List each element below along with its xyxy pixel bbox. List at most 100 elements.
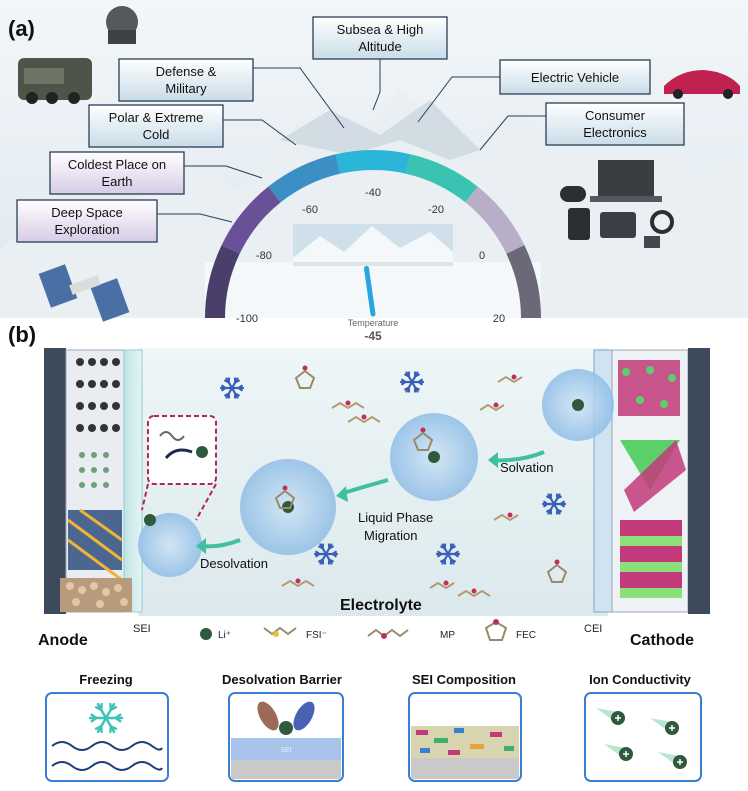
application-label: Electronics [583,125,647,140]
sei-tag: SEI [280,747,291,754]
solvation-shell [138,513,202,577]
gauge-segment [335,150,411,174]
application-label: Altitude [358,39,401,54]
legend-fsi-marker [263,626,297,636]
mp-molecule [281,578,315,588]
application-box-coldest-place: Coldest Place on Earth [49,151,185,195]
inset-connector [141,483,217,521]
cathode-label: Cathode [630,632,694,649]
gauge-tick-label: 20 [493,313,505,325]
arrow-head [488,452,498,468]
gauge-segment [405,154,478,203]
connector-line [372,59,381,111]
application-label: Consumer [585,108,646,123]
gauge-tick-label: 0 [479,250,485,262]
gauge-needle [363,265,376,317]
application-box-electric-vehicle: Electric Vehicle [499,59,651,95]
solvation-shell [542,369,614,441]
challenge-title-freezing: Freezing [79,672,133,687]
application-label: Military [165,81,207,96]
gauge-segment [221,186,281,254]
gauge-segment [506,245,541,318]
application-box-deep-space: Deep Space Exploration [16,199,158,243]
challenge-title-desolvation: Desolvation Barrier [222,672,342,687]
snowflake-icon [541,493,567,515]
snowflake-icon [88,702,124,734]
electrolyte-label: Electrolyte [340,597,422,614]
anode-label: Anode [38,632,88,649]
ion-with-tail [650,718,679,735]
gauge-readout-label: Temperature [348,318,399,328]
connector-line [417,76,500,123]
inset-arrow [164,448,193,460]
gauge-segment [465,186,525,254]
connector-line [253,67,345,129]
application-label: Subsea & High [337,22,424,37]
legend-mp: MP [440,630,455,641]
snowflake-icon [313,543,339,565]
panel-b-label: (b) [8,322,36,347]
gauge-tick-label: -60 [302,204,318,216]
legend-mp-marker [367,628,409,638]
arrow-head [336,486,348,502]
application-label: Defense & [156,64,217,79]
legend-li: Li⁺ [218,630,231,641]
snowflake-icon [435,543,461,565]
sei-label: SEI [133,623,151,635]
application-label: Polar & Extreme [109,110,204,125]
connector-line [223,119,297,146]
application-label: Earth [101,174,132,189]
consumer-electronics-image [560,160,674,248]
snowflake-icon [88,702,124,734]
electric-car-image [664,70,740,99]
mp-molecule [331,400,365,410]
space-station-image [38,264,130,322]
snowflake-icons [219,371,567,565]
migration-label-line1: Liquid Phase [358,510,433,525]
snowy-mountains [0,90,748,318]
application-box-consumer-electronics: Consumer Electronics [545,102,685,146]
gauge-segment [268,154,341,203]
mini-landscape-image [293,224,453,266]
cei-label: CEI [584,623,602,635]
gauge-tick-label: -100 [236,313,258,325]
mp-molecule [493,512,519,522]
anode-electrode [44,348,143,614]
application-box-polar: Polar & Extreme Cold [88,104,224,148]
snowflake-icon [399,371,425,393]
application-label: Cold [143,127,170,142]
challenge-title-conductivity: Ion Conductivity [589,672,692,687]
moving-ions [596,708,687,769]
soldier-image [106,6,138,44]
mp-molecule [457,588,491,598]
legend: Li⁺ FSI⁻ MP FEC [200,619,536,641]
application-label: Exploration [54,222,119,237]
gauge-segment [205,245,240,318]
fec-molecule [294,365,316,389]
migration-label-line2: Migration [364,528,417,543]
electrolyte-region [138,348,608,616]
fec-molecule [274,485,296,509]
military-vehicle-image [18,58,92,104]
mountain-shadow [280,100,480,160]
application-label: Electric Vehicle [531,70,619,85]
challenge-box-sei-composition [408,692,522,782]
fec-molecule [412,427,434,451]
solvation-shell [390,413,478,501]
mp-molecule [479,402,505,412]
snowflake-icon [219,377,245,399]
connector-line [479,115,546,151]
arrow-head [196,538,206,554]
cathode-electrode [593,348,710,614]
ion-with-tail [596,708,625,725]
challenge-box-desolvation: SEI [228,692,344,782]
desolvation-label: Desolvation [200,556,268,571]
panel-a-label: (a) [8,16,35,41]
legend-fsi: FSI⁻ [306,630,327,641]
challenge-title-sei: SEI Composition [412,672,516,687]
challenge-box-ion-conductivity [584,692,702,782]
inset-chain [159,431,185,441]
gauge-tick-label: -20 [428,204,444,216]
application-label: Coldest Place on [68,157,166,172]
